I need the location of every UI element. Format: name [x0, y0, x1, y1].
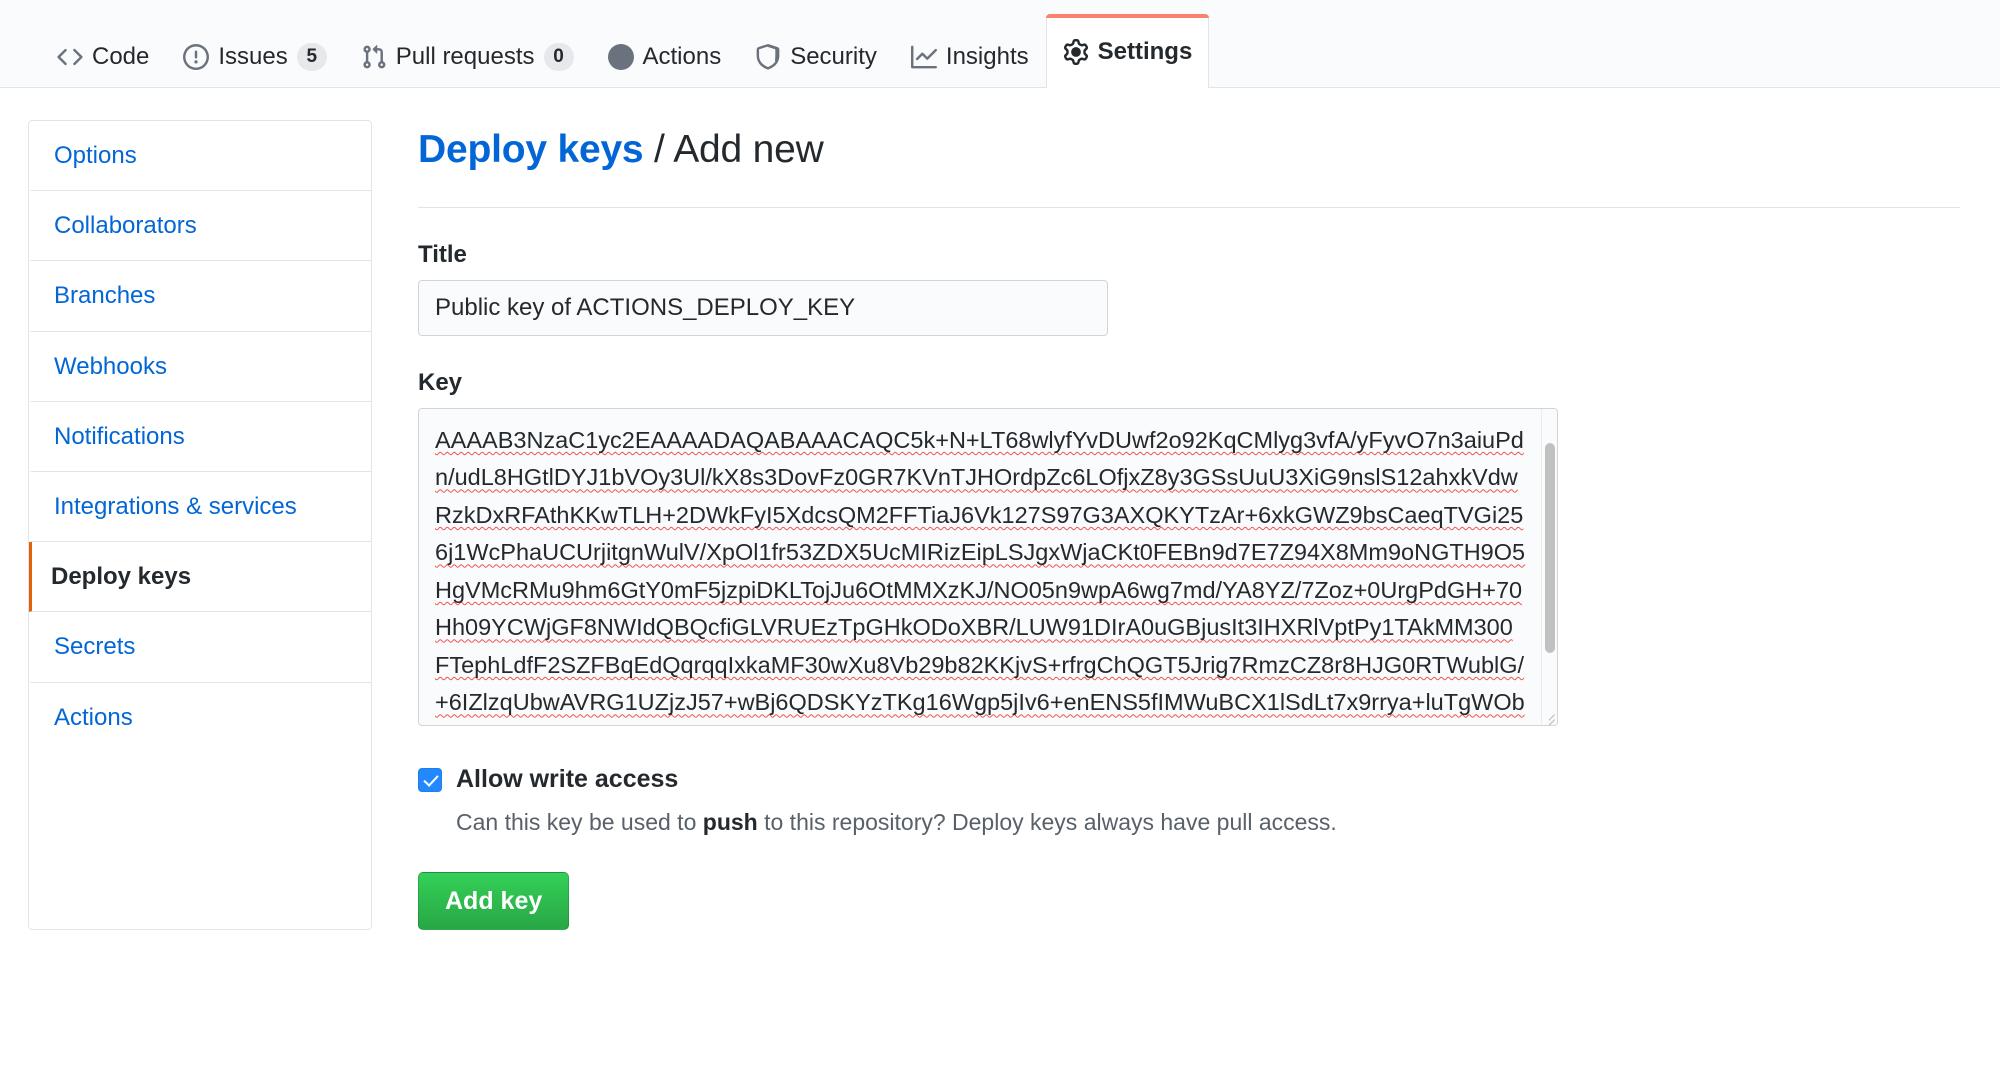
sidebar-item-options[interactable]: Options: [29, 121, 371, 192]
tab-pull-requests[interactable]: Pull requests 0: [344, 25, 591, 87]
tab-code-label: Code: [92, 42, 150, 70]
sidebar-item-label: Branches: [54, 282, 156, 310]
pull-requests-count: 0: [543, 42, 574, 71]
note-bold-push: push: [702, 808, 758, 835]
tab-pull-requests-label: Pull requests: [395, 42, 535, 70]
key-textarea-wrapper: AAAAB3NzaC1yc2EAAAADAQABAAACAQC5k+N+LT68…: [418, 407, 1558, 726]
code-icon: [57, 44, 83, 70]
title-field-label: Title: [418, 240, 467, 268]
git-pull-request-icon: [361, 44, 387, 70]
sidebar-item-label: Integrations & services: [54, 492, 297, 520]
scrollbar-thumb[interactable]: [1545, 442, 1555, 653]
tab-settings-label: Settings: [1097, 37, 1193, 65]
gear-icon: [1063, 38, 1089, 65]
tab-security-label: Security: [790, 42, 877, 70]
sidebar-item-integrations[interactable]: Integrations & services: [29, 472, 371, 543]
sidebar-item-collaborators[interactable]: Collaborators: [29, 191, 371, 262]
issues-count: 5: [296, 42, 327, 71]
tab-security[interactable]: Security: [738, 25, 894, 87]
page-title: Deploy keys / Add new: [418, 126, 1960, 175]
sidebar-item-label: Webhooks: [54, 352, 167, 380]
sidebar-item-branches[interactable]: Branches: [29, 261, 371, 332]
key-textarea[interactable]: AAAAB3NzaC1yc2EAAAADAQABAAACAQC5k+N+LT68…: [435, 426, 1526, 716]
allow-write-access-row: Allow write access: [418, 763, 1960, 797]
sidebar-item-notifications[interactable]: Notifications: [29, 402, 371, 472]
sidebar-item-label: Actions: [54, 703, 133, 731]
add-key-button[interactable]: Add key: [418, 871, 570, 930]
key-textarea-scrollbar[interactable]: [1541, 408, 1557, 725]
sidebar-item-label: Options: [54, 142, 137, 169]
tab-issues[interactable]: Issues 5: [166, 25, 343, 87]
play-icon: [607, 43, 634, 70]
shield-icon: [755, 43, 781, 70]
tab-issues-label: Issues: [218, 42, 288, 70]
title-divider: [418, 206, 1960, 208]
tab-insights-label: Insights: [945, 42, 1029, 70]
sidebar-item-label: Collaborators: [54, 212, 197, 240]
sidebar-item-label: Secrets: [54, 633, 136, 661]
title-input[interactable]: [418, 279, 1108, 336]
allow-write-access-label[interactable]: Allow write access: [456, 764, 679, 793]
sidebar-item-label: Notifications: [54, 422, 185, 450]
sidebar-item-webhooks[interactable]: Webhooks: [29, 332, 371, 402]
textarea-resize-handle[interactable]: [1539, 707, 1555, 725]
breadcrumb-deploy-keys-link[interactable]: Deploy keys: [418, 128, 644, 171]
tab-settings[interactable]: Settings: [1045, 14, 1210, 88]
graph-icon: [910, 44, 937, 70]
tab-actions[interactable]: Actions: [591, 25, 739, 87]
breadcrumb-current: Add new: [673, 128, 824, 171]
issue-opened-icon: [183, 43, 210, 70]
tab-code[interactable]: Code: [40, 25, 166, 87]
sidebar-item-deploy-keys[interactable]: Deploy keys: [29, 542, 371, 613]
sidebar-item-label: Deploy keys: [51, 563, 192, 591]
page-body: Options Collaborators Branches Webhooks …: [0, 88, 2000, 930]
tab-actions-label: Actions: [642, 42, 722, 70]
note-prefix: Can this key be used to: [456, 808, 703, 835]
sidebar-item-actions[interactable]: Actions: [29, 683, 371, 752]
breadcrumb-separator: /: [643, 128, 674, 171]
key-field-label: Key: [418, 368, 463, 396]
allow-write-access-checkbox[interactable]: [418, 767, 442, 792]
allow-write-access-note: Can this key be used to push to this rep…: [456, 806, 1960, 838]
sidebar-item-secrets[interactable]: Secrets: [29, 612, 371, 683]
main-content: Deploy keys / Add new Title Key AAAAB3Nz…: [418, 120, 1960, 930]
settings-sidebar: Options Collaborators Branches Webhooks …: [28, 120, 372, 930]
repo-nav: Code Issues 5 Pull requests 0 Actions Se…: [0, 0, 2000, 88]
tab-insights[interactable]: Insights: [894, 25, 1046, 87]
note-suffix: to this repository? Deploy keys always h…: [757, 808, 1337, 835]
